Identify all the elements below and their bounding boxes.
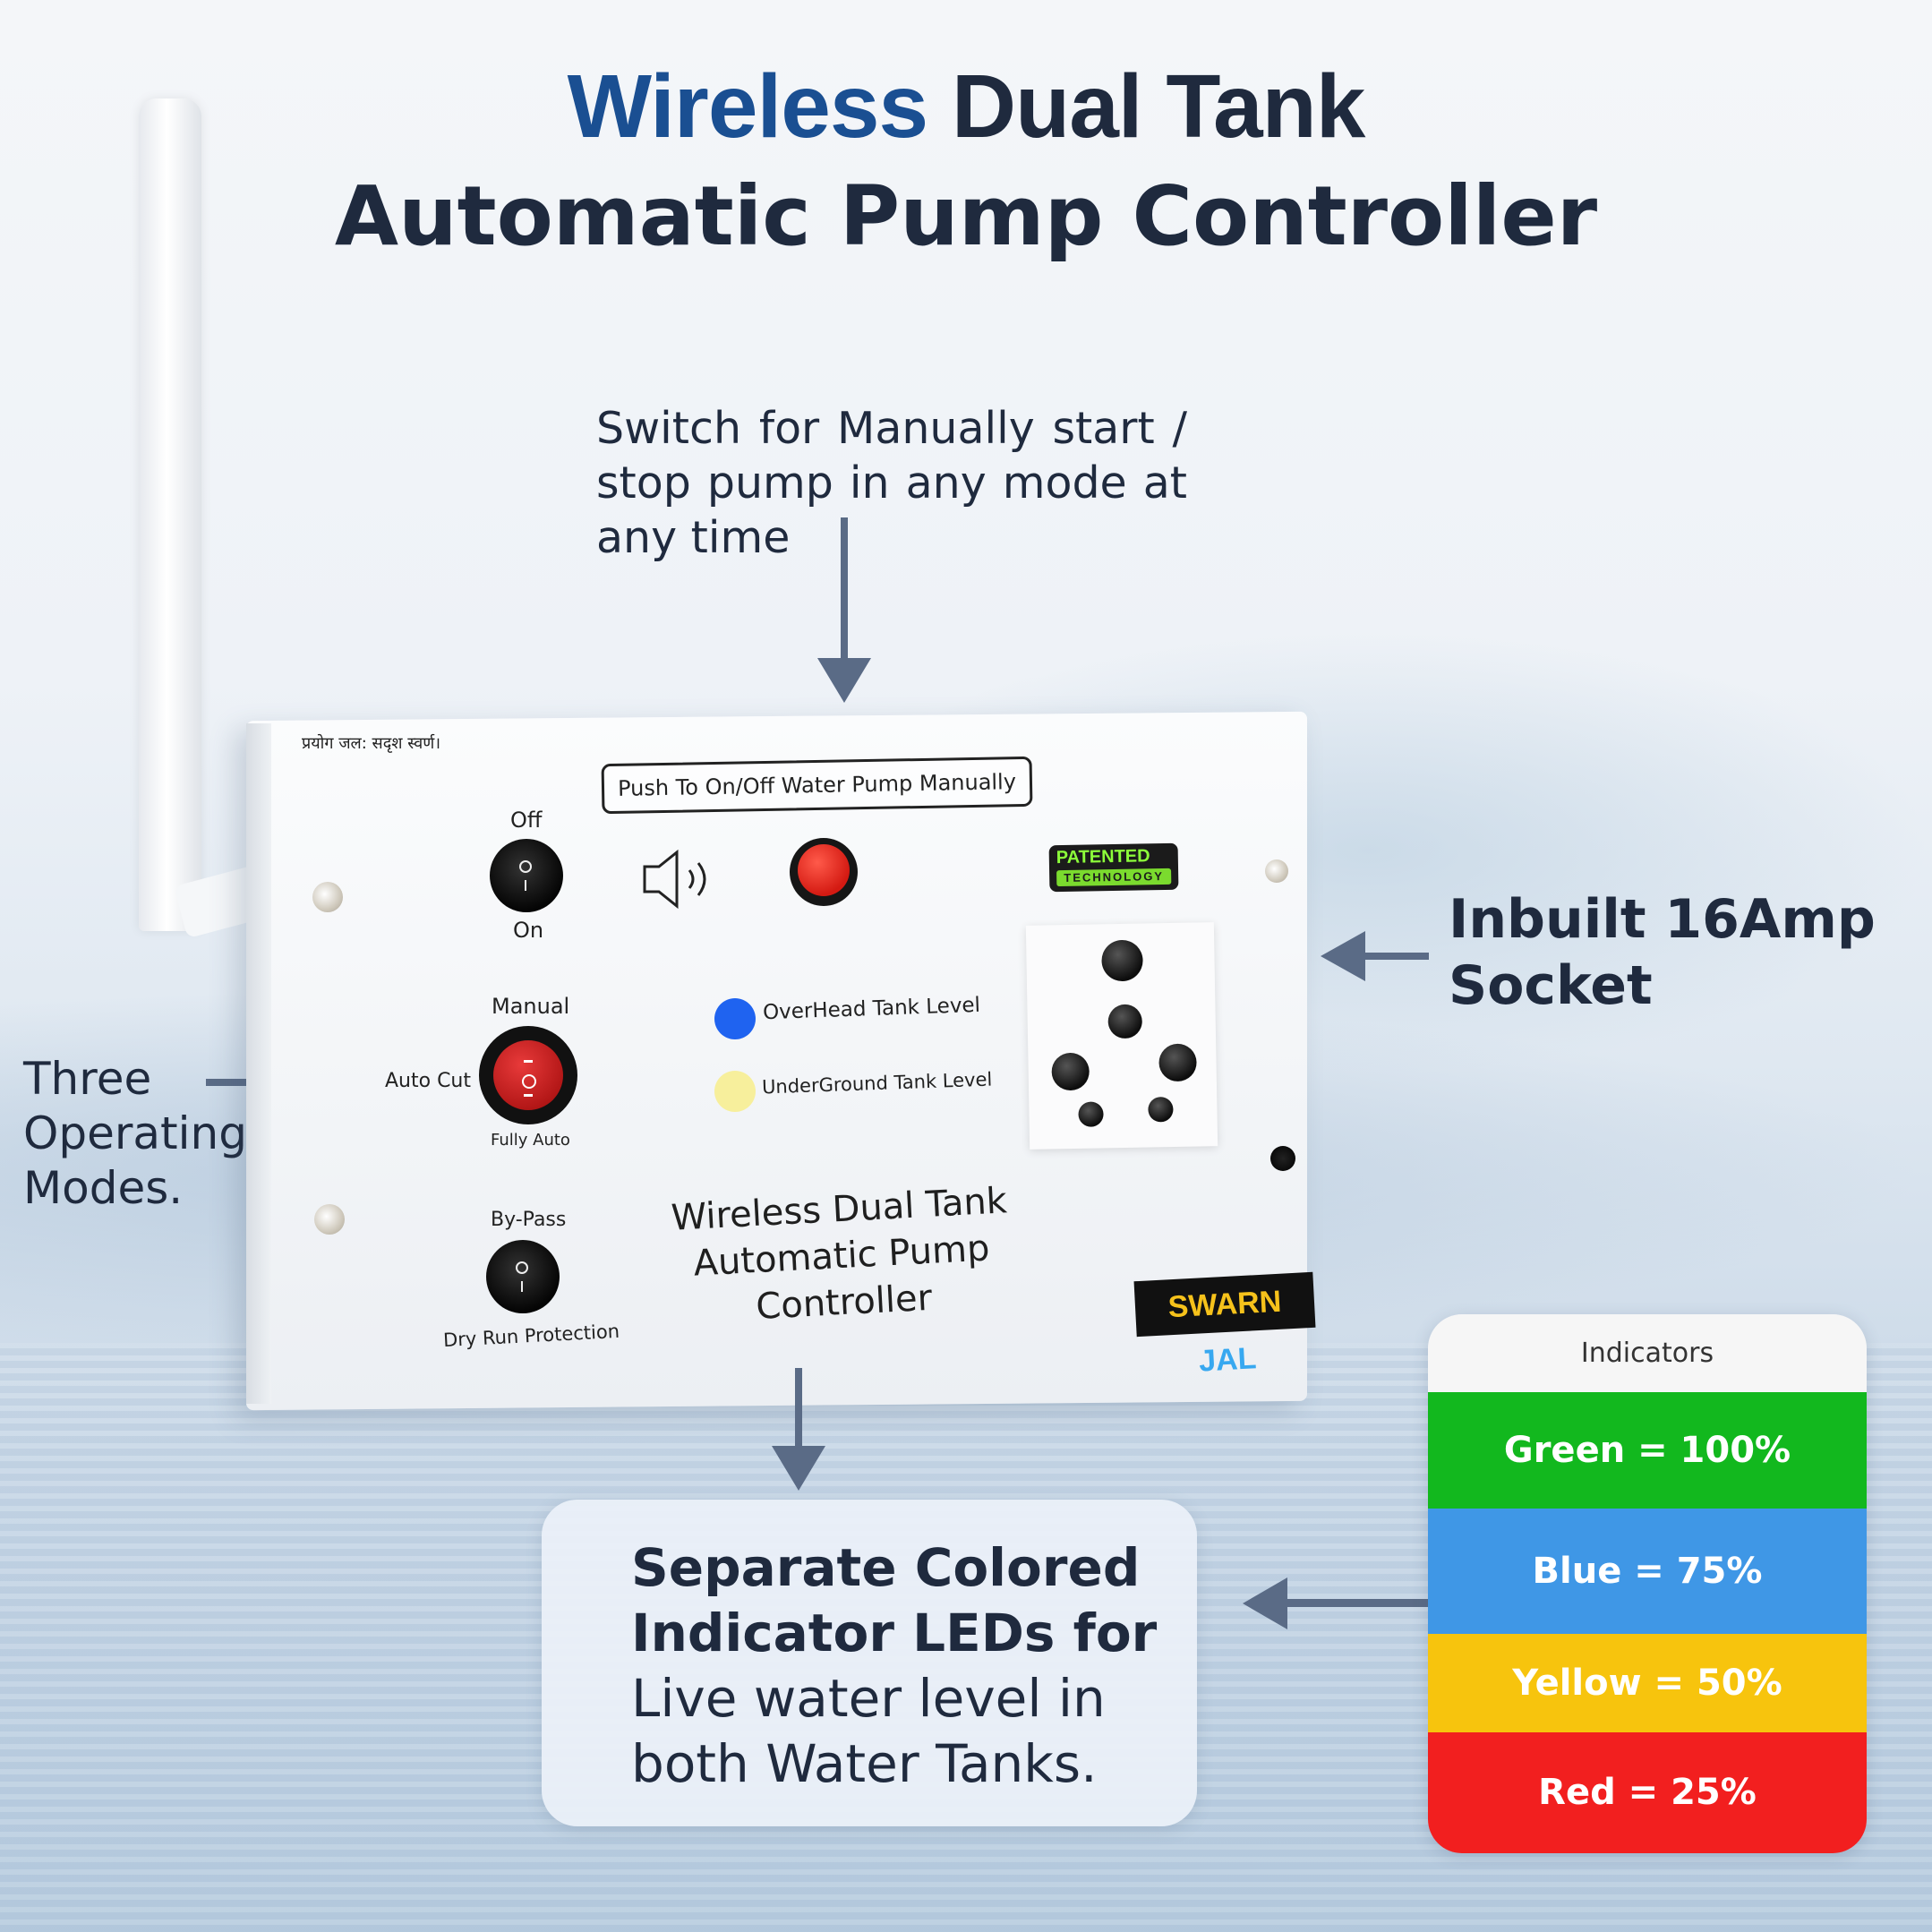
brand-part2: JAL (1198, 1341, 1258, 1379)
mode-manual-label: Manual (492, 994, 570, 1019)
switch1-on-label: On (513, 918, 544, 943)
switch1-off-label: Off (510, 808, 543, 833)
socket-pin (1078, 1101, 1104, 1127)
push-label: Push To On/Off Water Pump Manually (601, 756, 1033, 815)
socket-pin (1101, 939, 1143, 982)
arrow-led-head (772, 1446, 825, 1491)
power-socket[interactable] (1025, 922, 1218, 1150)
on-off-switch[interactable] (490, 839, 563, 912)
mode-autocut-label: Auto Cut (385, 1070, 472, 1092)
arrow-indicators-line (1280, 1599, 1430, 1607)
socket-pin (1051, 1052, 1090, 1091)
socket-pin (1148, 1097, 1174, 1123)
bypass-switch[interactable] (486, 1240, 560, 1313)
led-info-line2: Indicator LEDs for (631, 1603, 1158, 1663)
screw (314, 1204, 345, 1235)
led-info-line1: Separate Colored (631, 1537, 1141, 1598)
led-info-regular: Live water level in both Water Tanks. (631, 1666, 1106, 1797)
arrow-socket-head (1321, 931, 1365, 981)
arrow-switch-line (841, 517, 848, 661)
indicator-row-red: Red = 25% (1428, 1732, 1867, 1853)
led-info-bold: Separate Colored Indicator LEDs for (631, 1535, 1157, 1666)
callout-modes: Three Operating Modes. (23, 1052, 247, 1216)
socket-pin (1158, 1043, 1197, 1082)
title-rest: Dual Tank (951, 56, 1365, 157)
patent-top: PATENTED (1056, 846, 1150, 868)
indicator-row-yellow: Yellow = 50% (1428, 1634, 1867, 1732)
callout-socket-line2: Socket (1449, 954, 1653, 1017)
led-info-box: Separate Colored Indicator LEDs for Live… (542, 1500, 1197, 1826)
screw (1270, 1146, 1295, 1171)
mode-selector-switch[interactable] (479, 1026, 577, 1124)
manual-push-button[interactable] (790, 838, 858, 906)
callout-modes-line1: Three (23, 1053, 152, 1105)
overhead-led (714, 998, 756, 1039)
underground-led (714, 1071, 756, 1112)
screw (312, 882, 343, 912)
brand-logo: SWARN JAL (1133, 1271, 1316, 1379)
mode-fullyauto-label: Fully Auto (491, 1131, 570, 1150)
screw (1265, 859, 1288, 883)
socket-pin (1107, 1004, 1143, 1039)
callout-modes-line3: Modes. (23, 1162, 184, 1214)
callout-modes-line2: Operating (23, 1107, 247, 1159)
controller-device-side (246, 723, 271, 1404)
bypass-label: By-Pass (491, 1209, 567, 1231)
callout-socket-line1: Inbuilt 16Amp (1449, 888, 1876, 951)
callout-socket: Inbuilt 16Amp Socket (1449, 886, 1876, 1019)
callout-switch: Switch for Manually start / stop pump in… (596, 403, 1187, 563)
indicators-table: Indicators Green = 100% Blue = 75% Yello… (1428, 1314, 1867, 1853)
arrow-modes-line (206, 1079, 246, 1086)
brand-part1: SWARN (1167, 1284, 1283, 1325)
antenna (139, 98, 201, 931)
patent-bottom: TECHNOLOGY (1056, 868, 1172, 887)
indicator-row-green: Green = 100% (1428, 1392, 1867, 1509)
arrow-led-line (795, 1368, 802, 1449)
led-info-line3: Live water level in (631, 1668, 1106, 1729)
arrow-indicators-head (1243, 1577, 1287, 1629)
arrow-socket-line (1361, 953, 1429, 960)
arrow-switch-head (817, 658, 871, 703)
indicator-row-blue: Blue = 75% (1428, 1509, 1867, 1634)
speaker-icon (643, 849, 706, 910)
led-info-line4: both Water Tanks. (631, 1733, 1098, 1794)
page-title: Wireless Dual Tank (0, 56, 1932, 158)
indicators-heading: Indicators (1428, 1314, 1867, 1392)
page-subtitle: Automatic Pump Controller (334, 168, 1598, 264)
title-accent: Wireless (567, 56, 928, 157)
patent-badge: PATENTED TECHNOLOGY (1048, 842, 1179, 893)
device-title: Wireless Dual Tank Automatic Pump Contro… (623, 1175, 1060, 1338)
hindi-motto: प्रयोग जल: सदृश स्वर्ण। (302, 734, 441, 753)
